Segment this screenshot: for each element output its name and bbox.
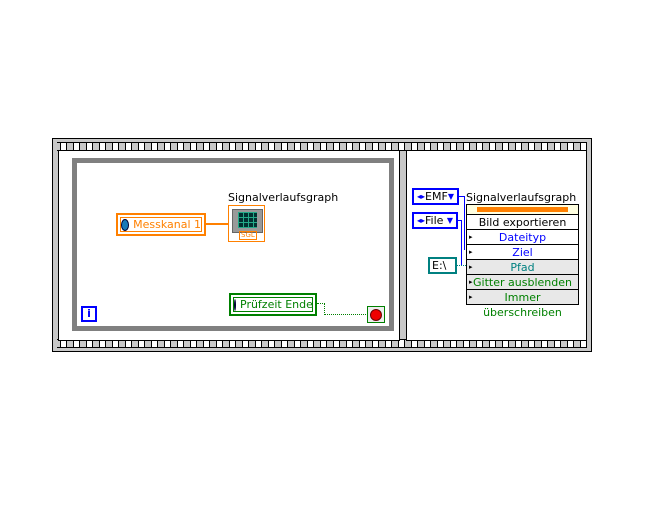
- iteration-terminal[interactable]: i: [81, 306, 97, 322]
- dropdown-icon: ▼: [447, 192, 454, 201]
- sgl-badge: SGL: [239, 231, 257, 240]
- path-constant[interactable]: E:\: [428, 257, 457, 274]
- wire-blue: [458, 220, 462, 221]
- dropdown-icon: ▼: [446, 216, 453, 225]
- messkanal-label: Messkanal 1: [133, 218, 201, 231]
- while-loop[interactable]: [72, 158, 394, 331]
- emf-label: EMF: [425, 190, 448, 203]
- wire-blue: [459, 196, 465, 197]
- file-label: File: [425, 214, 444, 227]
- stop-icon: [370, 308, 382, 321]
- messkanal-variable[interactable]: Messkanal 1: [116, 213, 206, 236]
- param-ziel[interactable]: ▸Ziel: [467, 244, 578, 259]
- node-label: Signalverlaufsgraph: [466, 191, 577, 204]
- param-dateityp[interactable]: ▸Dateityp: [467, 229, 578, 244]
- global-icon: [234, 298, 236, 311]
- wire-blue: [461, 220, 462, 265]
- waveform-graph-terminal[interactable]: SGL: [228, 205, 265, 242]
- node-header: [467, 205, 578, 214]
- file-ring-constant[interactable]: ◂▸File▼: [412, 212, 458, 229]
- path-label: E:\: [432, 259, 447, 272]
- wire-boolean: [324, 314, 368, 315]
- param-pfad[interactable]: ▸Pfad: [467, 259, 578, 274]
- graph-icon: [232, 209, 263, 233]
- param-immer[interactable]: ▸Immer überschreiben: [467, 289, 578, 319]
- wire-path: [457, 265, 466, 266]
- pruefzeit-variable[interactable]: Prüfzeit Ende: [229, 293, 317, 316]
- wire-blue: [464, 196, 465, 250]
- param-gitter[interactable]: ▸Gitter ausblenden: [467, 274, 578, 289]
- global-icon: [121, 218, 130, 231]
- invoke-node[interactable]: Bild exportieren ▸Dateityp ▸Ziel ▸Pfad ▸…: [466, 204, 579, 319]
- wire-boolean: [317, 303, 325, 315]
- graph-label: Signalverlaufsgraph: [228, 191, 339, 204]
- wire-orange: [206, 223, 229, 225]
- emf-ring-constant[interactable]: ◂▸EMF▼: [412, 188, 459, 205]
- stop-terminal[interactable]: [367, 306, 385, 323]
- method-name: Bild exportieren: [467, 214, 578, 229]
- pruefzeit-label: Prüfzeit Ende: [240, 298, 313, 311]
